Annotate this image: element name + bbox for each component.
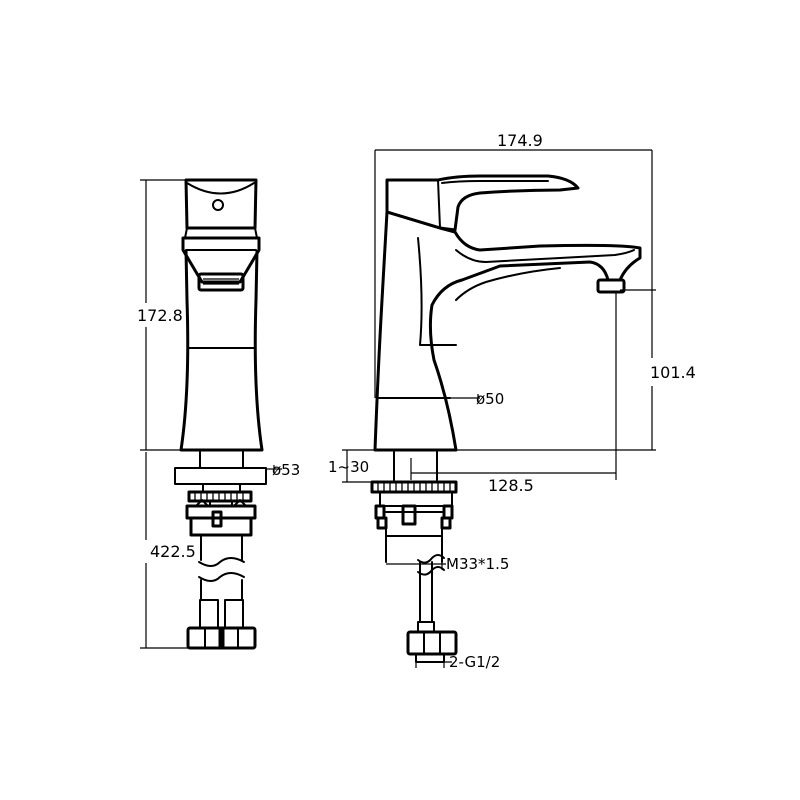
front-view: 172.8 422.5 ø53 — [137, 178, 300, 650]
side-shank — [370, 451, 458, 663]
dim-body-height — [140, 179, 186, 451]
dim-hose-length-label: 422.5 — [150, 542, 196, 561]
dim-mount-thread-label: M33*1.5 — [446, 555, 509, 573]
dim-body-height-label: 172.8 — [137, 306, 183, 325]
dim-side-base-diameter — [450, 394, 480, 402]
front-spout-head — [181, 236, 261, 292]
dim-counter-thickness-label: 1~30 — [328, 458, 369, 476]
front-handle — [184, 178, 258, 239]
dim-counter-thickness — [342, 449, 375, 483]
dim-front-base-diameter-label: ø53 — [272, 461, 300, 479]
dim-hose-length — [140, 452, 188, 649]
dim-overall-width-label: 174.9 — [497, 131, 543, 150]
front-body — [179, 249, 264, 452]
side-body-spout — [373, 210, 642, 452]
dim-supply-thread — [415, 656, 452, 668]
dim-spout-height — [456, 289, 656, 451]
side-handle — [385, 174, 580, 232]
dim-spout-height-label: 101.4 — [650, 363, 696, 382]
dim-mount-thread — [386, 558, 446, 570]
dim-overall-width — [374, 149, 653, 398]
front-shank — [174, 451, 267, 650]
side-view: 174.9 101.4 128.5 1~30 ø50 — [328, 131, 696, 671]
dim-spout-reach — [410, 292, 617, 480]
dim-spout-reach-label: 128.5 — [488, 476, 534, 495]
dim-side-base-diameter-label: ø50 — [476, 390, 504, 408]
dim-front-base-diameter — [266, 465, 282, 473]
dim-supply-thread-label: 2-G1/2 — [449, 653, 500, 671]
